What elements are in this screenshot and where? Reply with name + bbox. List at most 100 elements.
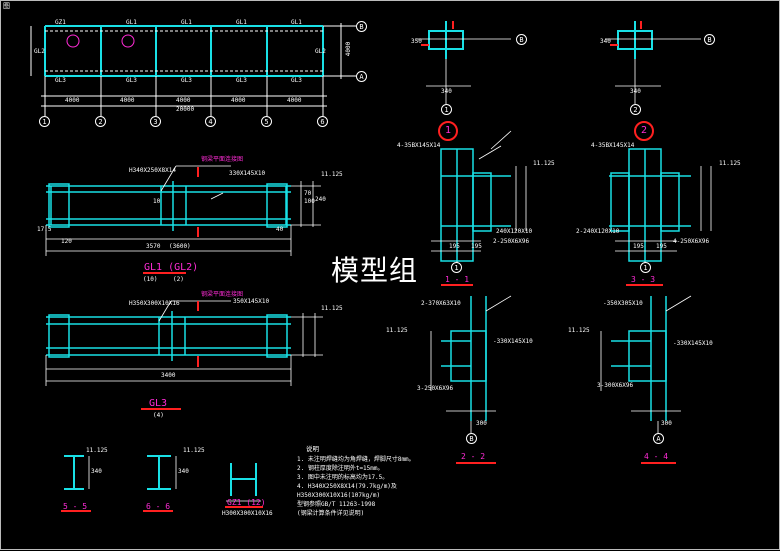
section-2-2-title: 2 - 2 xyxy=(461,452,486,461)
s22-bolt: 2-370X63X10 xyxy=(421,300,461,307)
gl1-small-c: 10 xyxy=(153,198,161,205)
gl1-plate: 330X145X10 xyxy=(229,170,266,177)
gl3-plate: 350X145X10 xyxy=(233,298,270,305)
joint1-plate3: 240X120X10 xyxy=(496,228,533,235)
joint2-stiff: 2-240X120X10 xyxy=(576,228,620,235)
notes-title: 说明 xyxy=(306,445,319,453)
axis-6: 6 xyxy=(317,116,328,127)
section-3-3-title: 3 - 3 xyxy=(631,275,656,284)
plan-label-gl1-c: GL1 xyxy=(236,19,247,26)
gl3-length: 3400 xyxy=(161,372,176,379)
joint2-plan-dim: 340 xyxy=(600,38,611,45)
plan-label-gl2-left: GL2 xyxy=(34,48,45,55)
axis-5: 5 xyxy=(261,116,272,127)
s44-elev: 11.125 xyxy=(568,327,590,334)
note-6: 型钢参照GB/T 11263-1998 xyxy=(297,501,376,508)
plan-label-gl3-c: GL3 xyxy=(181,77,192,84)
gl1-subtitle-b: (2) xyxy=(173,276,184,283)
joint1-detail-marker: 1 xyxy=(438,121,458,141)
plan-grid xyxy=(30,23,356,116)
gl1-spacing: 120 xyxy=(61,238,72,245)
gl1-small-b: 40 xyxy=(276,226,284,233)
gl1-section: H340X250X8X14 xyxy=(129,167,176,174)
plan-label-gl2-right: GL2 xyxy=(315,48,326,55)
joint2-elev: 11.125 xyxy=(719,160,741,167)
s22-dim300: 300 xyxy=(476,420,487,427)
plan-label-gl3-d: GL3 xyxy=(236,77,247,84)
watermark-text: 模型组 xyxy=(331,254,419,287)
joint2-bolts: 4-35BX145X14 xyxy=(591,142,635,149)
s44-bolt2: 3-300X6X96 xyxy=(597,382,634,389)
gl3-section: H350X300X10X16 xyxy=(129,300,180,307)
s44-dim300: 300 xyxy=(661,420,672,427)
s44-plate: -330X145X10 xyxy=(673,340,713,347)
joint2-elevation xyxy=(609,148,691,262)
gl3-elev: 11.125 xyxy=(321,305,343,312)
joint2-plan-dim2: 340 xyxy=(630,88,641,95)
small-section-underlines xyxy=(61,506,263,512)
note-1: 1. 未注明焊缝均为角焊缝，焊脚尺寸8mm。 xyxy=(297,456,415,463)
gl3-heading: 钢梁平面连接图 xyxy=(201,291,244,298)
plan-label-gl3-a: GL3 xyxy=(55,77,66,84)
joint1-axis-1: 1 xyxy=(441,104,452,115)
gl1-elev: 11.125 xyxy=(321,171,343,178)
joint1-bottom-axis: 1 xyxy=(451,262,462,273)
s44-bolt: -350X305X10 xyxy=(603,300,643,307)
axis-3: 3 xyxy=(150,116,161,127)
gl1-dimensions xyxy=(45,165,321,256)
joint-plan-cutmarks xyxy=(421,21,642,46)
span-dim-5: 4000 xyxy=(287,97,302,104)
s22-plate: -330X145X10 xyxy=(493,338,533,345)
joint1-dim-right: 195 xyxy=(471,243,482,250)
s55-elev: 11.125 xyxy=(86,447,108,454)
note-4: 4. H340X250X8X14(79.7kg/m)及 xyxy=(297,483,397,490)
joint1-plan-dim2: 340 xyxy=(441,88,452,95)
joint2-dims xyxy=(615,166,712,263)
joint2-axis-b: B xyxy=(704,34,715,45)
s44-axis-a: A xyxy=(653,433,664,444)
note-3: 3. 图中未注明的标高均为17.5。 xyxy=(297,474,389,481)
axis-b: B xyxy=(356,21,367,32)
gz1-section: H300X300X10X16 xyxy=(222,510,273,517)
joint-plan-lines xyxy=(416,38,701,104)
joint1-axis-b: B xyxy=(516,34,527,45)
gl3-title: GL3 xyxy=(149,398,168,409)
gl1-dim-b: 100 xyxy=(304,198,315,205)
gl3-section-marks xyxy=(141,301,199,410)
joint2-axis-2: 2 xyxy=(630,104,641,115)
joint2-bottom-axis: 1 xyxy=(640,262,651,273)
small-section-dims xyxy=(88,456,261,502)
gl1-dim-a: 70 xyxy=(304,190,312,197)
plan-label-gz1-a: GZ1 xyxy=(55,19,66,26)
span-dim-4: 4000 xyxy=(231,97,246,104)
section22-drawing xyxy=(441,296,487,421)
s22-bolt2: 3-250X6X96 xyxy=(417,385,454,392)
s66-elev: 11.125 xyxy=(183,447,205,454)
gl1-subtitle-a: (10) xyxy=(143,276,158,283)
gl1-heading: 钢梁平面连接图 xyxy=(201,156,244,163)
joint2-dim-right: 195 xyxy=(656,243,667,250)
joint1-dim-left: 195 xyxy=(449,243,460,250)
plan-label-gl1-b: GL1 xyxy=(181,19,192,26)
section-5-5-title: 5 - 5 xyxy=(63,502,88,511)
gl1-title: GL1 (GL2) xyxy=(144,262,199,273)
gl1-beam-drawing xyxy=(46,181,291,231)
gl1-small-a: 17.5 xyxy=(37,226,52,233)
joint1-plan-dim: 350 xyxy=(411,38,422,45)
plan-label-gl3-e: GL3 xyxy=(291,77,302,84)
drawing-label: 图 xyxy=(3,2,10,10)
axis-a: A xyxy=(356,71,367,82)
gl1-length2: (3600) xyxy=(169,243,191,250)
joint2-detail-marker: 2 xyxy=(634,121,654,141)
section-1-1-title: 1 - 1 xyxy=(445,275,470,284)
joint1-bolts: 4-35BX145X14 xyxy=(397,142,441,149)
joint2-dim-left: 195 xyxy=(633,243,644,250)
note-2: 2. 钢柱厚度除注明外t=15mm。 xyxy=(297,465,384,472)
s55-dim: 340 xyxy=(91,468,102,475)
section-4-4-title: 4 - 4 xyxy=(644,452,669,461)
gl3-subtitle: (4) xyxy=(153,412,164,419)
note-5: H350X300X10X16(107kg/m) xyxy=(297,492,381,499)
span-dim-1: 4000 xyxy=(65,97,80,104)
